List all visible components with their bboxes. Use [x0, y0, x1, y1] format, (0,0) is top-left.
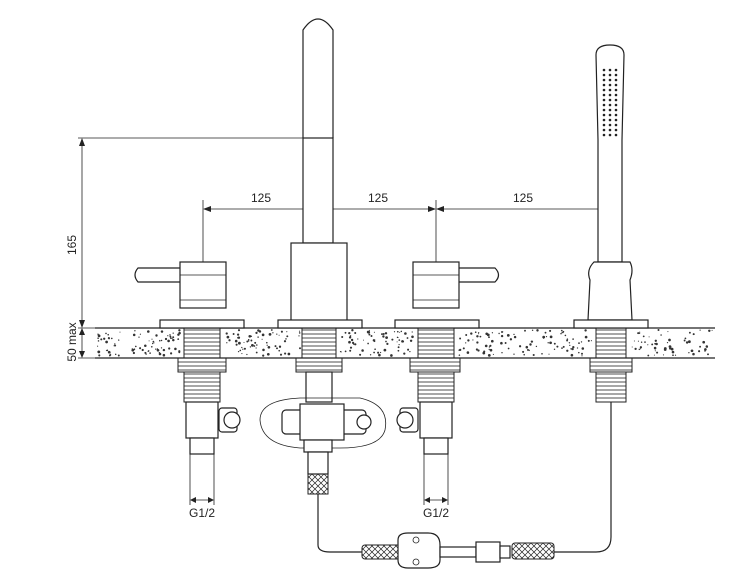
thread-left-label: G1/2	[189, 506, 215, 520]
height-dimension: 165	[65, 137, 320, 329]
thread-right-label: G1/2	[423, 506, 449, 520]
deck-speckle-texture	[97, 328, 713, 357]
right-valve	[394, 261, 500, 455]
deck-thickness-label: 50 max	[65, 322, 79, 361]
spacing-dimensions: 125 125 125	[202, 191, 610, 270]
thread-callout-right: G1/2	[423, 454, 449, 520]
spacing-left-label: 125	[251, 191, 271, 205]
deck-thickness-dimension: 50 max	[65, 322, 105, 362]
spacing-middle-label: 125	[368, 191, 388, 205]
diverter-body	[259, 397, 387, 545]
spacing-right-label: 125	[513, 191, 533, 205]
thread-callout-left: G1/2	[189, 454, 215, 520]
shower-handset	[573, 44, 649, 530]
shower-hose	[317, 530, 612, 569]
left-valve	[134, 261, 245, 455]
shower-nozzle-dots	[602, 68, 618, 137]
spout	[277, 18, 363, 403]
height-label: 165	[65, 235, 79, 255]
